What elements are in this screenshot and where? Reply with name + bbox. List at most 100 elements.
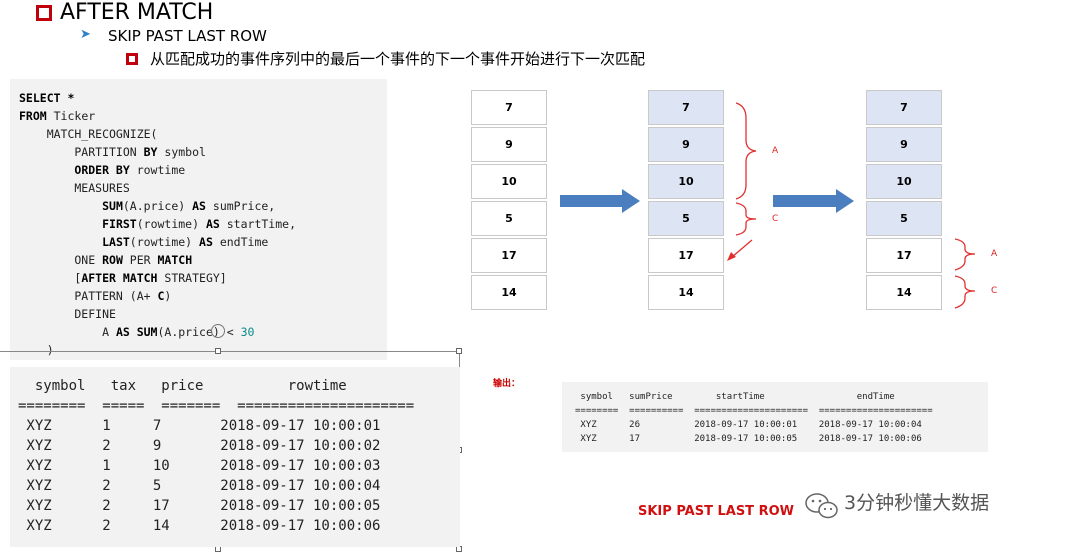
event-cell: 5 [866,201,942,236]
code-line: ONE ROW PER MATCH [19,253,192,267]
event-cell: 17 [648,238,724,273]
code-keyword: AS [192,199,206,213]
event-cell: 7 [648,90,724,125]
sql-code-block: SELECT * FROM Ticker MATCH_RECOGNIZE( PA… [19,89,296,359]
code-keyword: FIRST [102,217,137,231]
event-cell: 10 [866,164,942,199]
code-token: [ [19,271,82,285]
output-label: 输出： [493,379,521,389]
table-row: XYZ 1 7 2018-09-17 10:00:01 [18,418,381,434]
code-keyword: C [157,289,165,303]
brace-a-second [954,238,976,271]
code-keyword: LAST [102,235,130,249]
code-keyword: AFTER MATCH [81,271,158,285]
input-table: symbol tax price rowtime ======== ===== … [18,376,414,536]
table-row: XYZ 2 5 2018-09-17 10:00:04 [18,478,381,494]
code-token: (A.price) [122,199,193,213]
output-table: symbol sumPrice startTime endTime ======… [575,390,933,446]
input-table-separator: ======== ===== ======= =================… [18,398,415,414]
code-token: Ticker [46,109,96,123]
code-token: startTime, [219,217,296,231]
label-c-second: C [991,286,998,296]
code-line: A AS SUM(A.price) < 30 [19,325,254,339]
rotate-handle-icon[interactable] [211,324,225,338]
output-table-separator: ======== ========== ====================… [575,406,933,416]
code-panel [10,79,387,360]
page-subtitle: SKIP PAST LAST ROW [108,27,267,45]
code-line: MATCH_RECOGNIZE( [19,127,158,141]
code-token: PARTITION [19,145,144,159]
output-table-panel [562,382,988,452]
code-line: PARTITION BY symbol [19,145,206,159]
event-cell: 7 [866,90,942,125]
code-line: SELECT * [19,91,74,105]
wechat-icon [805,493,838,519]
code-token: PATTERN (A+ [19,289,158,303]
code-token: PER [122,253,158,267]
code-token: sumPrice, [205,199,276,213]
code-line: PATTERN (A+ C) [19,289,171,303]
input-table-header: symbol tax price rowtime [18,378,347,394]
code-line: SUM(A.price) AS sumPrice, [19,199,275,213]
table-row: XYZ 1 10 2018-09-17 10:00:03 [18,458,381,474]
code-token: ONE [19,253,103,267]
code-line: [AFTER MATCH STRATEGY] [19,271,227,285]
code-keyword: ROW [102,253,123,267]
event-cell: 5 [471,201,547,236]
event-cell: 7 [471,90,547,125]
code-keyword: AS [205,217,220,231]
event-cell: 17 [866,238,942,273]
event-cell: 17 [471,238,547,273]
resize-handle[interactable] [215,348,221,354]
code-token: (rowtime) [129,235,200,249]
code-token: A [19,325,116,339]
code-token: (A.price) < [157,325,241,339]
brace-c-second [954,275,976,309]
description-text: 从匹配成功的事件序列中的最后一个事件的下一个事件开始进行下一次匹配 [150,50,646,68]
code-line: FROM Ticker [19,109,95,123]
table-row: XYZ 2 17 2018-09-17 10:00:05 [18,498,381,514]
code-keyword: AS [199,235,213,249]
code-keyword: AS SUM [115,325,158,339]
right-arrow-icon [560,189,640,213]
table-row: XYZ 2 9 2018-09-17 10:00:02 [18,438,381,454]
code-token: DEFINE [19,307,116,321]
table-row: XYZ 2 14 2018-09-17 10:00:06 [18,518,381,534]
code-line: DEFINE [19,307,116,321]
code-keyword: MATCH [157,253,193,267]
pointer-arrow-icon [727,239,753,261]
code-keyword: SUM [102,199,123,213]
code-token: ) [19,343,54,357]
page-title: AFTER MATCH [60,0,214,25]
code-token: rowtime [129,163,186,177]
code-token: (rowtime) [136,217,206,231]
code-line: ORDER BY rowtime [19,163,185,177]
event-cell: 14 [866,275,942,310]
label-a-second: A [991,249,998,259]
strategy-caption: SKIP PAST LAST ROW [638,504,794,519]
event-cell: 10 [648,164,724,199]
code-keyword: ORDER BY [74,163,130,177]
code-token: STRATEGY] [157,271,227,285]
label-a-first: A [772,146,779,156]
event-cell: 14 [471,275,547,310]
description-bullet-icon [126,53,138,65]
event-cell: 9 [866,127,942,162]
title-bullet-icon [36,5,52,21]
event-cell: 9 [648,127,724,162]
resize-handle[interactable] [456,348,462,354]
code-keyword: SELECT * [19,91,75,105]
input-table-panel [10,367,460,547]
arrow-bullet-icon: ➤ [80,27,91,42]
code-keyword: BY [143,145,158,159]
output-table-header: symbol sumPrice startTime endTime [575,392,895,402]
event-cell: 5 [648,201,724,236]
code-line: LAST(rowtime) AS endTime [19,235,268,249]
code-keyword: FROM [19,109,47,123]
code-line: MEASURES [19,181,130,195]
code-token: MEASURES [19,181,130,195]
code-line: ) [19,343,54,357]
brace-a-first [735,102,757,200]
code-token: MATCH_RECOGNIZE( [19,127,158,141]
